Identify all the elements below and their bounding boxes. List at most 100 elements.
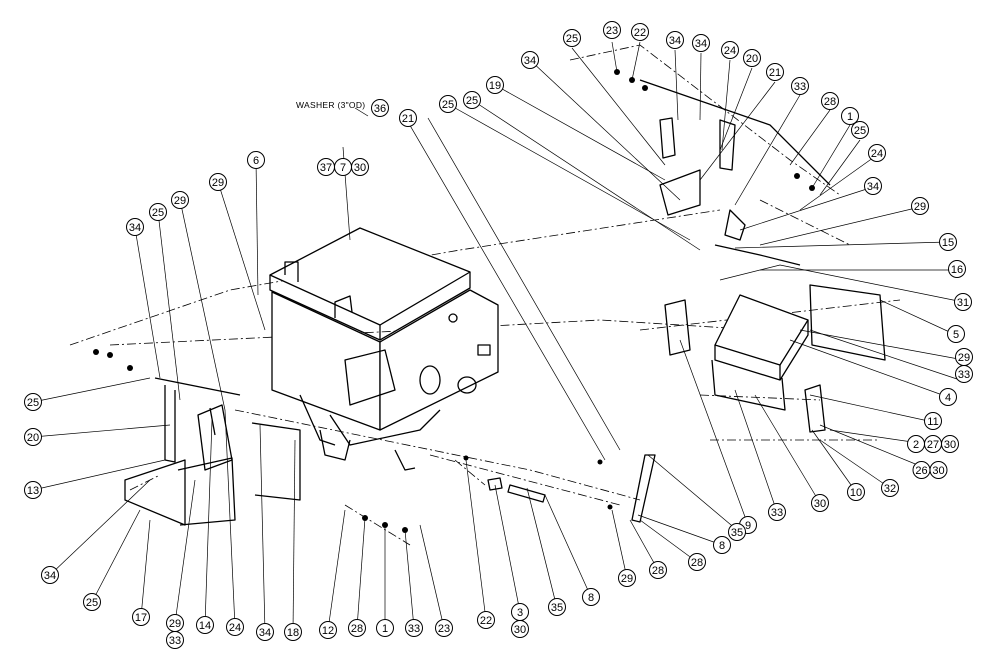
callout-label: 30 — [354, 162, 366, 174]
callout-balloon: 20 — [743, 49, 761, 67]
callout-balloon: 24 — [226, 618, 244, 636]
callout-label: 25 — [442, 99, 454, 111]
callout-label: 29 — [914, 201, 926, 213]
callout-label: 20 — [746, 53, 758, 65]
shafts — [487, 454, 656, 523]
callout-circle — [435, 619, 453, 637]
callout-balloon: 29 — [171, 191, 189, 209]
callout-circle — [649, 561, 667, 579]
callout-circle — [166, 631, 184, 649]
callout-label: 28 — [824, 96, 836, 108]
callout-balloon: 29 — [209, 173, 227, 191]
callout-balloon: 5 — [947, 325, 965, 343]
callout-label: 3 — [517, 607, 523, 619]
callout-balloon: 15 — [939, 233, 957, 251]
callout-balloon: 18 — [284, 623, 302, 641]
callout-circle — [247, 151, 265, 169]
callout-circle — [939, 388, 957, 406]
callout-label: 25 — [566, 33, 578, 45]
callout-circle — [688, 553, 706, 571]
assembly-centerlines — [69, 44, 901, 546]
callout-balloon: 22 — [631, 23, 649, 41]
callout-balloon: 32 — [881, 479, 899, 497]
callout-label: 15 — [942, 237, 954, 249]
callout-label: 8 — [719, 540, 725, 552]
callout-balloon: 35 — [728, 523, 746, 541]
callout-circle — [728, 523, 746, 541]
callout-balloon: 4 — [939, 388, 957, 406]
hardware-bolts — [93, 69, 815, 533]
callout-balloon: 25 — [83, 593, 101, 611]
callout-balloon: 33 — [166, 631, 184, 649]
callout-label: 17 — [135, 612, 147, 624]
callout-balloon: 7 — [334, 158, 352, 176]
callout-balloon: 28 — [821, 92, 839, 110]
callout-circle — [939, 233, 957, 251]
callout-label: 31 — [957, 297, 969, 309]
callout-balloon: 1 — [841, 107, 859, 125]
callout-balloon: 24 — [868, 144, 886, 162]
callout-balloon: 27 — [924, 435, 942, 453]
callout-circle — [868, 144, 886, 162]
callout-balloon: 36 — [371, 99, 389, 117]
callout-label: 37 — [320, 162, 332, 174]
callout-label: 12 — [322, 625, 334, 637]
callout-label: 23 — [438, 623, 450, 635]
callout-balloon: 30 — [511, 620, 529, 638]
callout-label: 19 — [489, 80, 501, 92]
callout-circle — [284, 623, 302, 641]
callout-balloon: 13 — [24, 481, 42, 499]
callout-balloon: 34 — [256, 623, 274, 641]
callout-circle — [83, 593, 101, 611]
callout-circle — [881, 479, 899, 497]
callout-label: 30 — [932, 465, 944, 477]
callout-label: 7 — [340, 162, 346, 174]
callout-balloon: 28 — [688, 553, 706, 571]
callout-label: 30 — [944, 439, 956, 451]
callout-circle — [24, 393, 42, 411]
callout-balloon: 3 — [511, 603, 529, 621]
callout-circle — [864, 177, 882, 195]
callout-circle — [548, 598, 566, 616]
callout-circle — [582, 588, 600, 606]
callout-label: 25 — [152, 207, 164, 219]
callout-circle — [563, 29, 581, 47]
callout-balloon: 26 — [912, 461, 931, 479]
callout-label: 11 — [927, 416, 938, 428]
callout-circle — [911, 197, 929, 215]
callout-label: 23 — [606, 25, 618, 37]
callout-label: 27 — [927, 439, 939, 451]
callout-label: 16 — [951, 264, 963, 276]
callout-label: 2 — [913, 439, 919, 451]
callout-circle — [929, 461, 948, 479]
callout-balloon: 29 — [955, 348, 973, 366]
callout-circle — [196, 616, 214, 634]
callout-label: 4 — [945, 392, 951, 404]
callout-circle — [791, 77, 809, 95]
callout-label: 33 — [771, 507, 783, 519]
callout-label: 34 — [524, 55, 536, 67]
callout-circle — [132, 608, 150, 626]
callout-circle — [666, 31, 684, 49]
callout-circle — [954, 293, 972, 311]
washer-note: WASHER (3"OD) — [296, 100, 365, 110]
callout-circle — [631, 23, 649, 41]
callout-balloon: 34 — [126, 218, 144, 236]
callout-circle — [851, 121, 869, 139]
callout-circle — [376, 619, 394, 637]
callout-label: 26 — [915, 465, 927, 477]
callout-label: 10 — [850, 487, 862, 499]
leader-lines — [32, 41, 965, 633]
callout-balloon: 25 — [149, 203, 167, 221]
callout-label: 35 — [551, 602, 563, 614]
callout-label: 9 — [745, 520, 751, 532]
callout-balloon: 30 — [941, 435, 959, 453]
callout-label: 8 — [588, 592, 594, 604]
callout-circle — [256, 623, 274, 641]
callout-label: 25 — [86, 597, 98, 609]
callout-label: 21 — [769, 67, 781, 79]
callout-balloon: 30 — [351, 158, 369, 176]
callout-circle — [24, 481, 42, 499]
callout-circle — [841, 107, 859, 125]
